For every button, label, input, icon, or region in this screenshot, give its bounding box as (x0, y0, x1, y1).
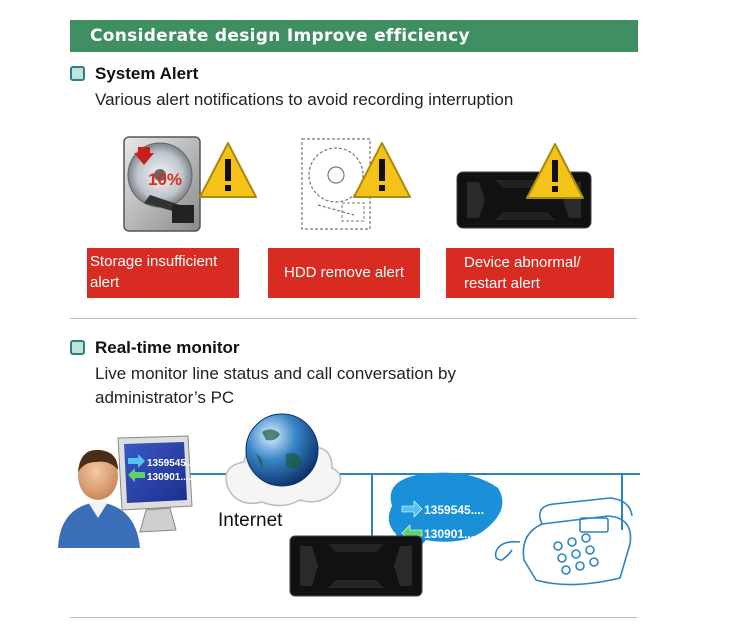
telephone-icon (494, 497, 633, 586)
hdd-storage-icon: 10% (120, 133, 260, 235)
globe-icon (245, 413, 319, 487)
bullet-icon (70, 66, 85, 81)
section-banner: Considerate design Improve efficiency (70, 20, 638, 52)
network-diagram: 1359545.... 130901.... 1359545.... 13090… (50, 410, 650, 610)
recorder-device-icon (289, 535, 423, 597)
bubble-number-1: 1359545.... (424, 503, 484, 517)
device-abnormal-alert: Device abnormal/ restart alert (446, 248, 614, 298)
system-alert-description: Various alert notifications to avoid rec… (95, 90, 514, 109)
realtime-monitor-description-line2: administrator’s PC (95, 388, 235, 407)
bullet-icon (70, 340, 85, 355)
internet-label: Internet (218, 510, 283, 531)
pc-number-2: 130901.... (147, 472, 192, 483)
section-divider (70, 617, 638, 618)
hdd-remove-alert: HDD remove alert (268, 248, 420, 298)
bubble-number-2: 130901... (424, 527, 474, 541)
system-alert-title: System Alert (95, 64, 199, 83)
section-divider (70, 318, 638, 319)
realtime-monitor-title: Real-time monitor (95, 338, 240, 357)
pc-number-1: 1359545.... (147, 458, 197, 469)
user-avatar-icon (58, 449, 140, 548)
percent-text: 10% (148, 170, 182, 189)
hdd-outline-icon (298, 133, 418, 235)
storage-insufficient-alert: Storage insufficient alert (87, 248, 239, 298)
recorder-device-icon (455, 140, 595, 230)
realtime-monitor-description-line1: Live monitor line status and call conver… (95, 364, 456, 383)
